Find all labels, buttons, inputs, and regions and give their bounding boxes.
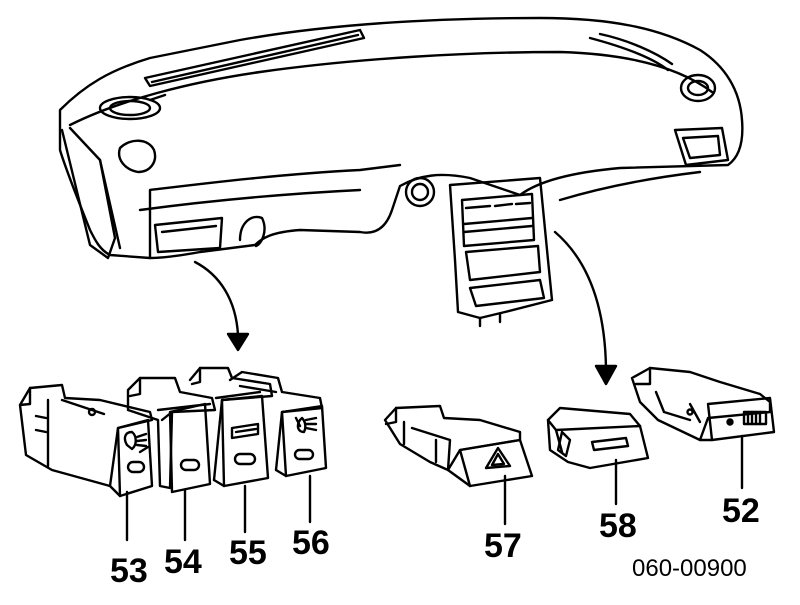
callout-54: 54 [164, 543, 202, 581]
fog-light-icon [294, 416, 318, 434]
leader-lines [125, 434, 744, 542]
switch-56 [228, 370, 328, 478]
callout-52: 52 [722, 492, 760, 530]
reference-code: 060-00900 [632, 555, 747, 582]
text-icon [230, 422, 260, 440]
hazard-triangle-icon [484, 446, 512, 470]
callout-56: 56 [292, 524, 330, 562]
left-pointer-arrow [193, 260, 250, 352]
switch-54 [126, 376, 217, 494]
switch-55 [188, 366, 274, 488]
callout-58: 58 [599, 507, 637, 545]
switch-57 [383, 404, 534, 488]
callout-53: 53 [110, 552, 148, 590]
switch-58 [546, 406, 650, 470]
switch-52 [630, 366, 776, 442]
dashboard-illustration [58, 16, 744, 328]
callout-55: 55 [229, 534, 267, 572]
switch-53 [18, 383, 154, 498]
right-pointer-arrow [553, 230, 618, 386]
callout-57: 57 [484, 527, 522, 565]
rear-defroster-icon [742, 410, 768, 426]
headlight-leveling-icon [123, 430, 150, 454]
